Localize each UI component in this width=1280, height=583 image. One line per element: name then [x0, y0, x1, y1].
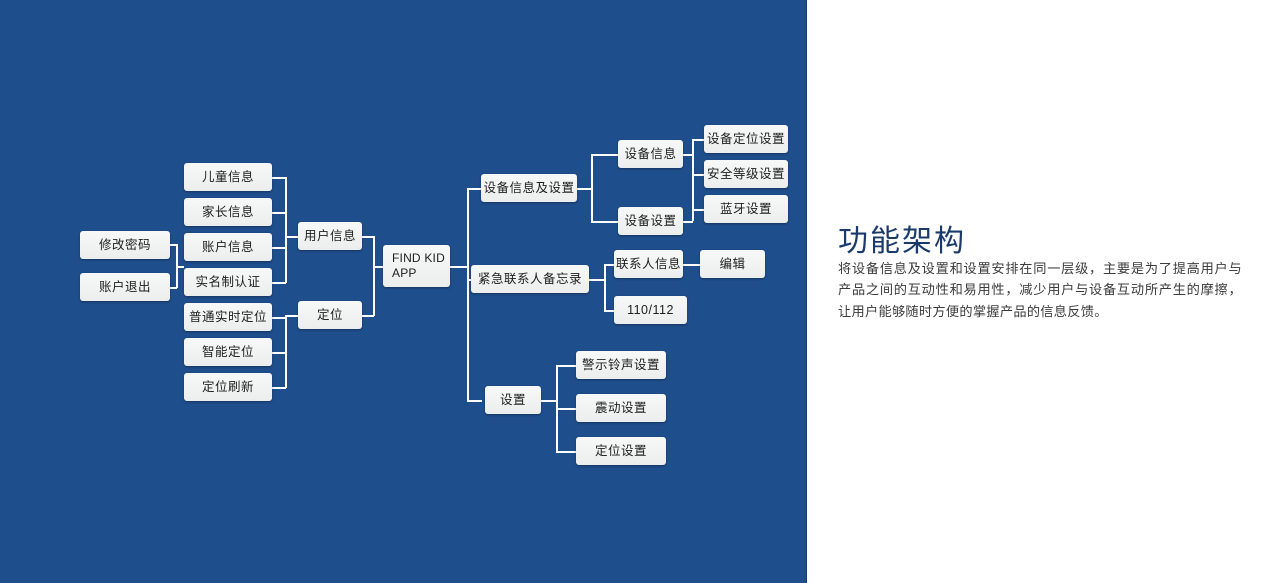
connector: [467, 400, 482, 402]
connector: [176, 266, 184, 268]
description-panel: 功能架构 将设备信息及设置和设置安排在同一层级，主要是为了提高用户与产品之间的互…: [838, 0, 1248, 583]
connector: [692, 139, 704, 141]
connector: [272, 247, 286, 249]
node-child-info[interactable]: 儿童信息: [184, 163, 272, 191]
connector: [170, 244, 177, 246]
connector: [556, 451, 576, 453]
node-label: 编辑: [719, 256, 746, 271]
connector: [692, 139, 694, 221]
node-label: 设置: [499, 392, 526, 407]
node-label-line1: FIND KID: [392, 251, 445, 265]
function-architecture-diagram: 修改密码 账户退出 儿童信息 家长信息 账户信息 实名制认证 普通实时定位 智能…: [80, 125, 788, 465]
node-account-logout[interactable]: 账户退出: [80, 273, 170, 301]
connector: [373, 266, 383, 268]
node-change-password[interactable]: 修改密码: [80, 231, 170, 259]
node-label: 定位: [316, 307, 343, 322]
connector: [591, 154, 593, 222]
page-title: 功能架构: [838, 225, 966, 258]
node-user-info[interactable]: 用户信息: [298, 222, 362, 250]
node-emergency-contact-memo[interactable]: 紧急联系人备忘录: [471, 265, 589, 293]
connector: [683, 221, 693, 223]
node-location-settings[interactable]: 定位设置: [576, 437, 666, 465]
connector: [683, 264, 700, 266]
node-label: 修改密码: [98, 237, 151, 252]
node-label: 实名制认证: [195, 274, 261, 289]
node-vibration-settings[interactable]: 震动设置: [576, 394, 666, 422]
node-label: 设备信息: [624, 146, 677, 161]
connector: [692, 174, 704, 176]
node-label: 账户退出: [98, 279, 151, 294]
node-device-info-and-settings[interactable]: 设备信息及设置: [481, 174, 577, 202]
node-parent-info[interactable]: 家长信息: [184, 198, 272, 226]
node-label: 账户信息: [201, 239, 254, 254]
node-label: 设备信息及设置: [483, 180, 575, 195]
node-label: 安全等级设置: [706, 166, 785, 181]
connector: [272, 282, 286, 284]
connector: [285, 315, 298, 317]
connector: [556, 365, 576, 367]
connector: [272, 212, 286, 214]
node-label: 设备设置: [624, 213, 677, 228]
connector: [467, 188, 482, 190]
connector: [692, 209, 704, 211]
node-label: 定位刷新: [201, 379, 254, 394]
node-real-name-auth[interactable]: 实名制认证: [184, 268, 272, 296]
node-label: 震动设置: [594, 400, 647, 415]
connector: [591, 221, 618, 223]
node-label: 联系人信息: [615, 256, 681, 271]
connector: [272, 177, 286, 179]
node-normal-realtime-location[interactable]: 普通实时定位: [184, 303, 272, 331]
connector: [604, 264, 606, 310]
connector: [556, 408, 576, 410]
node-emergency-number[interactable]: 110/112: [614, 296, 687, 324]
node-label: 警示铃声设置: [581, 357, 660, 372]
panel-description-text: 将设备信息及设置和设置安排在同一层级，主要是为了提高用户与产品之间的互动性和易用…: [838, 261, 1242, 319]
node-edit[interactable]: 编辑: [700, 250, 765, 278]
connector: [362, 236, 374, 238]
node-label: 紧急联系人备忘录: [477, 271, 582, 286]
node-security-level-settings[interactable]: 安全等级设置: [704, 160, 788, 188]
connector: [577, 188, 592, 190]
connector: [604, 264, 614, 266]
node-label: 普通实时定位: [188, 309, 267, 324]
connector: [683, 154, 693, 156]
node-smart-location[interactable]: 智能定位: [184, 338, 272, 366]
connector: [272, 317, 286, 319]
connector: [285, 236, 298, 238]
connector: [591, 154, 618, 156]
node-label: 110/112: [627, 302, 674, 317]
node-label: 用户信息: [303, 228, 356, 243]
node-device-info[interactable]: 设备信息: [618, 140, 683, 168]
node-device-location-settings[interactable]: 设备定位设置: [704, 125, 788, 153]
node-account-info[interactable]: 账户信息: [184, 233, 272, 261]
node-settings[interactable]: 设置: [485, 386, 541, 414]
node-label: 儿童信息: [201, 169, 254, 184]
connector: [467, 188, 469, 401]
node-bluetooth-settings[interactable]: 蓝牙设置: [704, 195, 788, 223]
connector: [170, 287, 177, 289]
connector: [285, 177, 287, 283]
connector: [272, 387, 286, 389]
node-alert-ringtone-settings[interactable]: 警示铃声设置: [576, 351, 666, 379]
node-label: 定位设置: [594, 443, 647, 458]
node-root-find-kid-app[interactable]: FIND KID APP: [383, 245, 450, 287]
connector: [373, 236, 375, 316]
node-location-refresh[interactable]: 定位刷新: [184, 373, 272, 401]
connector: [541, 400, 557, 402]
node-label: 蓝牙设置: [719, 201, 772, 216]
connector: [604, 310, 614, 312]
connector: [362, 315, 374, 317]
node-label: 家长信息: [201, 204, 254, 219]
node-label-line2: APP: [392, 266, 417, 280]
node-location[interactable]: 定位: [298, 301, 362, 329]
node-contact-info[interactable]: 联系人信息: [614, 250, 683, 278]
connector: [285, 317, 287, 388]
connector: [272, 352, 286, 354]
node-label: 智能定位: [201, 344, 254, 359]
connector: [450, 266, 468, 268]
connector: [589, 279, 605, 281]
node-device-settings[interactable]: 设备设置: [618, 207, 683, 235]
node-label: 设备定位设置: [706, 131, 785, 146]
